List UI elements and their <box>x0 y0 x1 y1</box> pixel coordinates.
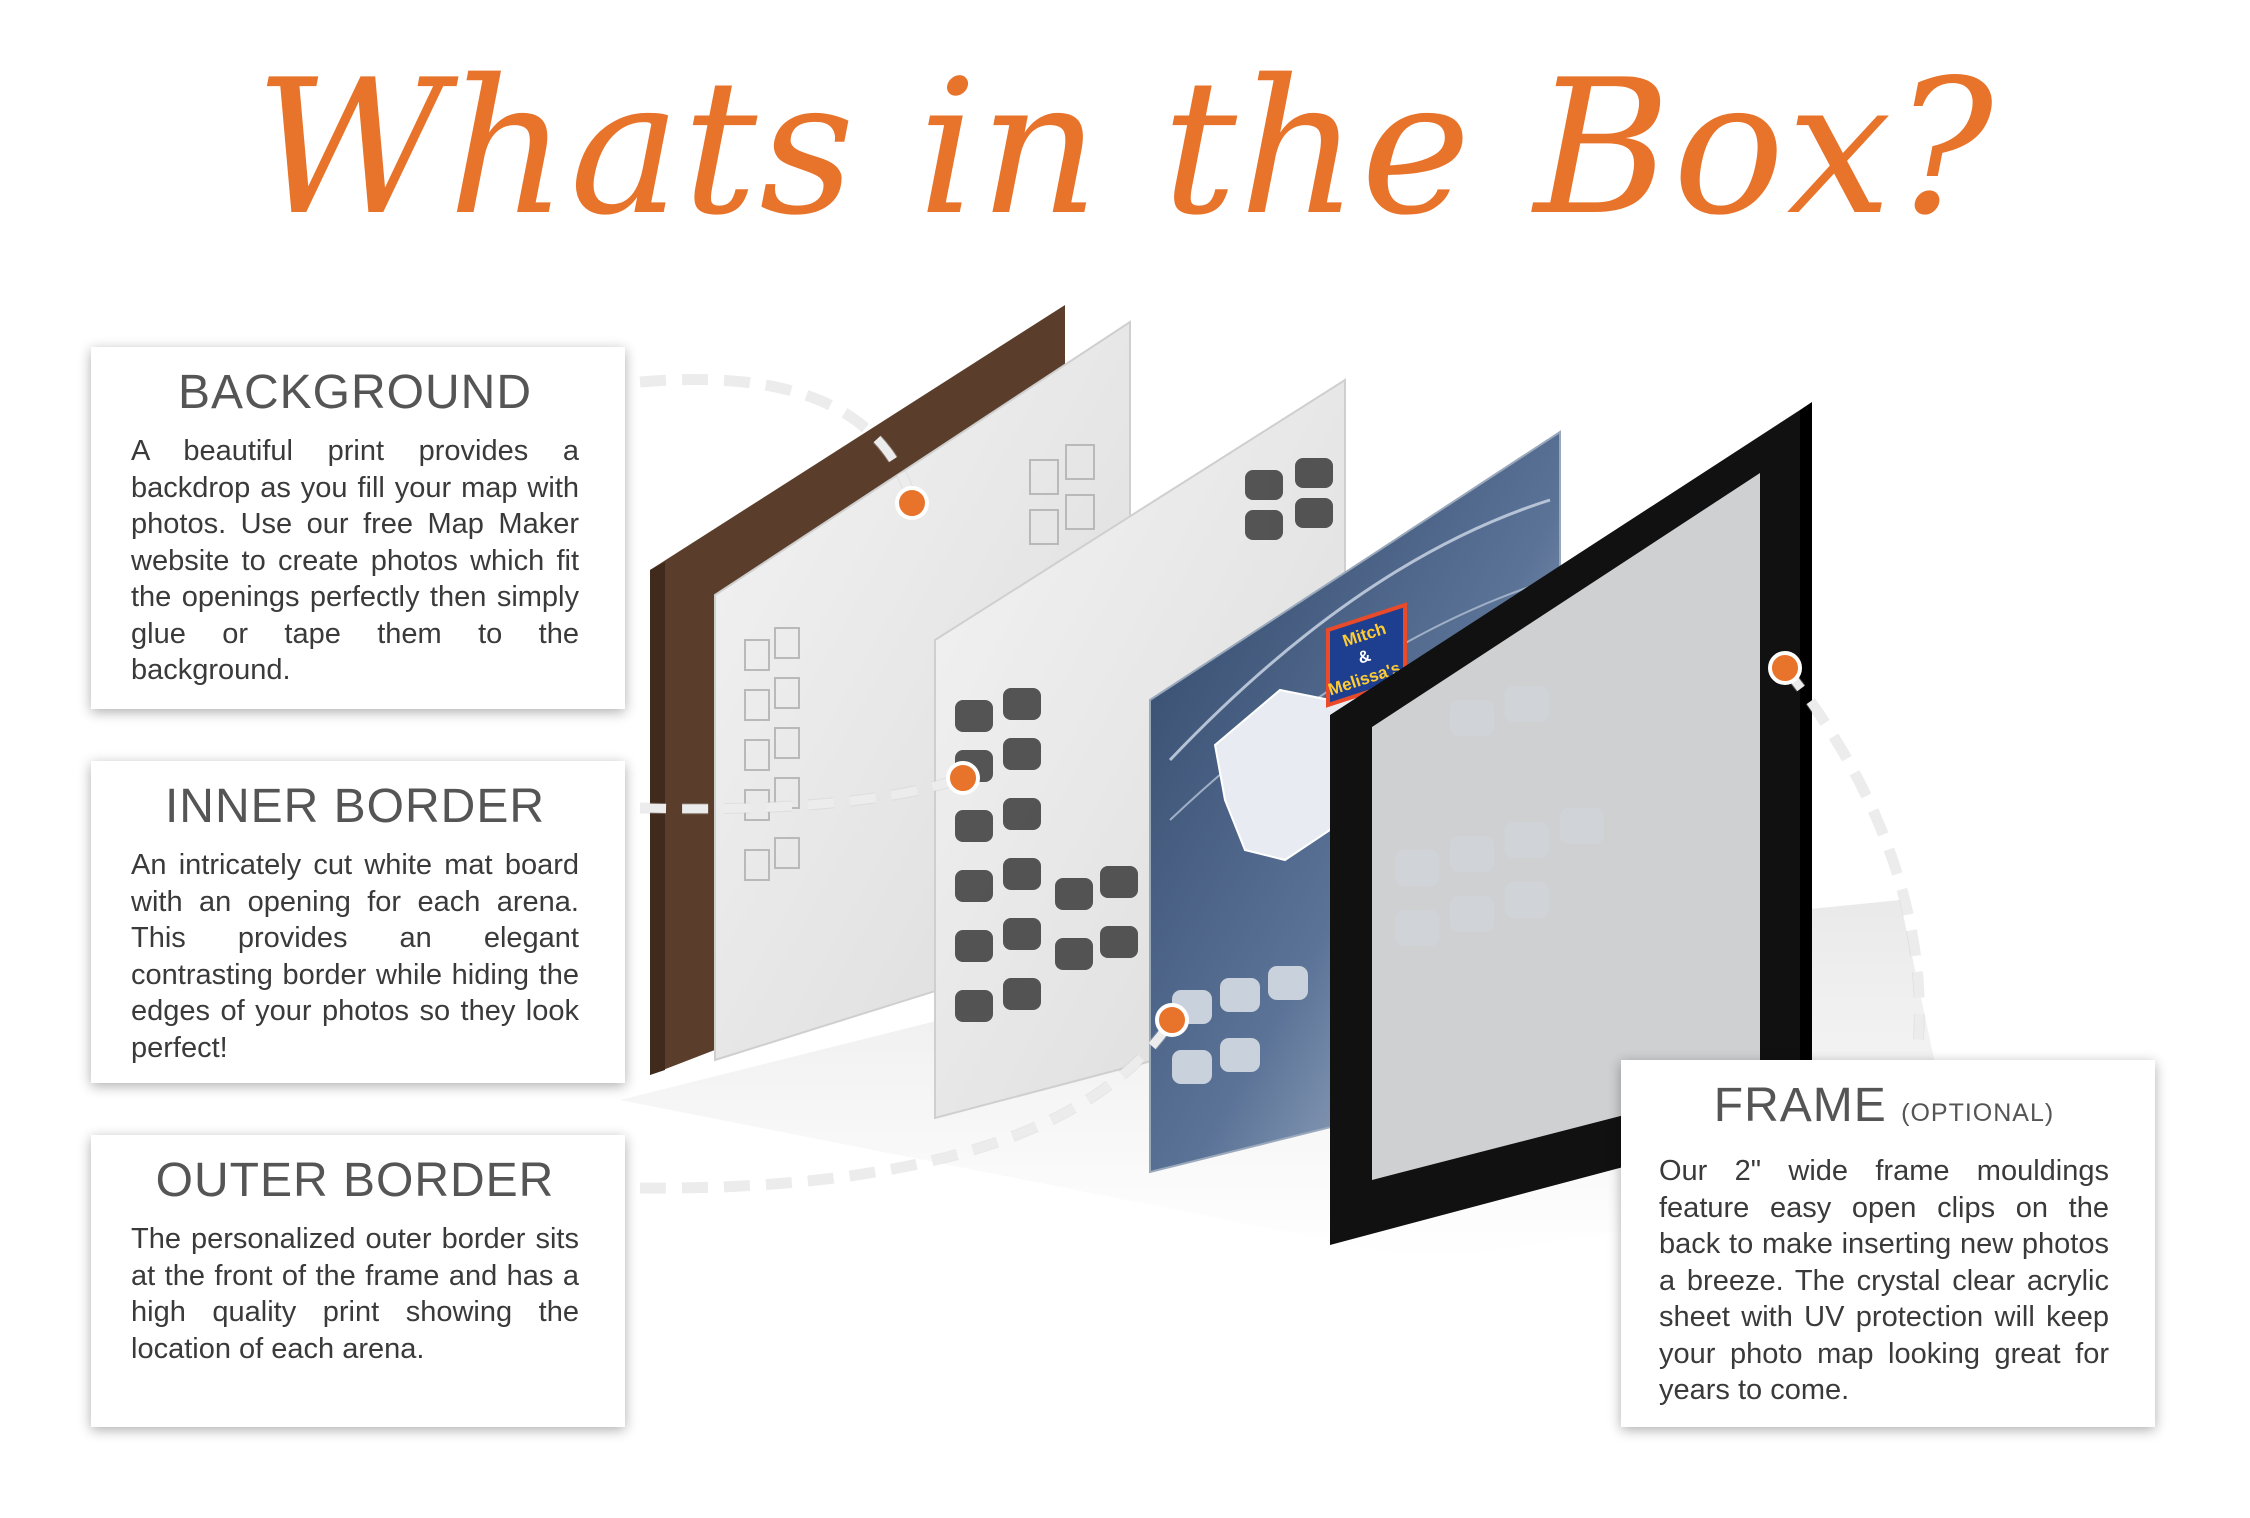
card-body-inner-border: An intricately cut white mat board with … <box>131 849 579 1064</box>
callout-dots <box>895 486 1802 1037</box>
card-title-inner-border: INNER BORDER <box>164 780 546 833</box>
badge-line2: & <box>1356 646 1374 668</box>
dot-frame <box>1768 651 1802 685</box>
frame-subtitle-text: (OPTIONAL) <box>1901 1099 2055 1127</box>
frame-title-text: FRAME <box>1713 1079 1887 1132</box>
arena-arc <box>1168 498 1551 762</box>
black-frame-layer <box>1330 402 1812 1245</box>
inner-border-openings <box>955 458 1333 1022</box>
card-body-frame: Our 2" wide frame mouldings feature easy… <box>1659 1155 2109 1406</box>
callout-card-inner-border: INNER BORDER An intricately cut white ma… <box>91 761 625 1083</box>
card-title-frame: FRAME (OPTIONAL) <box>1659 1078 2109 1141</box>
connector-inner-border <box>639 773 964 814</box>
connector-outer-border <box>639 1017 1176 1193</box>
dot-inner-border <box>946 761 980 795</box>
callout-card-outer-border: OUTER BORDER The personalized outer bord… <box>91 1135 625 1427</box>
dot-outer-border <box>1155 1003 1189 1037</box>
card-title-outer-border: OUTER BORDER <box>155 1154 555 1207</box>
dot-background <box>895 486 929 520</box>
callout-card-background: BACKGROUND A beautiful print provides a … <box>91 347 625 709</box>
frame-glass-reflection <box>1395 686 1604 946</box>
background-print-slots <box>744 444 1095 881</box>
callout-connectors-outline <box>639 374 1925 1194</box>
card-body-outer-border: The personalized outer border sits at th… <box>131 1223 579 1365</box>
callout-connectors <box>639 375 1924 1193</box>
card-title-background: BACKGROUND <box>177 366 533 419</box>
card-body-background: A beautiful print provides a backdrop as… <box>131 435 579 686</box>
page-title: Whats in the Box? <box>254 39 1996 256</box>
callout-card-frame: FRAME (OPTIONAL) Our 2" wide frame mould… <box>1621 1060 2155 1427</box>
connector-background <box>639 375 917 502</box>
connector-frame <box>1781 665 1924 1046</box>
